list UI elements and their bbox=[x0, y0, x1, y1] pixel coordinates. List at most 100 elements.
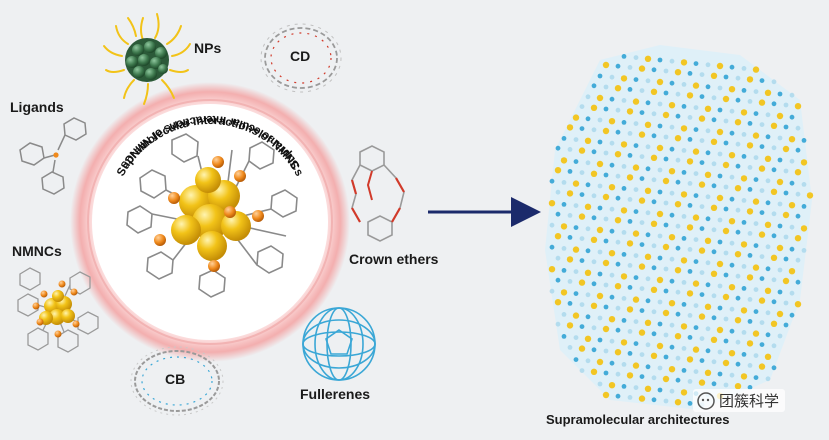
lattice-unit bbox=[748, 319, 753, 324]
lattice-unit bbox=[682, 170, 687, 175]
lattice-unit bbox=[598, 250, 603, 255]
lattice-unit bbox=[597, 95, 603, 101]
lattice-unit bbox=[652, 265, 657, 270]
lattice-unit bbox=[753, 132, 759, 138]
lattice-unit bbox=[712, 183, 717, 188]
lattice-unit bbox=[663, 244, 669, 250]
lattice-unit bbox=[580, 324, 585, 329]
lattice-unit bbox=[658, 388, 663, 393]
lattice-unit bbox=[574, 269, 579, 274]
lattice-unit bbox=[621, 273, 627, 279]
lattice-unit bbox=[676, 114, 681, 119]
lattice-unit bbox=[760, 276, 765, 281]
label-cb: CB bbox=[165, 371, 185, 387]
lattice-unit bbox=[628, 65, 633, 70]
lattice-unit bbox=[765, 222, 771, 228]
lattice-unit bbox=[754, 177, 759, 182]
lattice-unit bbox=[639, 197, 645, 203]
lattice-unit bbox=[550, 289, 555, 294]
lattice-unit bbox=[706, 216, 711, 221]
lattice-unit bbox=[598, 316, 603, 321]
lattice-unit bbox=[748, 187, 753, 192]
lattice-unit bbox=[772, 343, 777, 348]
lattice-unit bbox=[754, 309, 759, 314]
lattice-unit bbox=[759, 297, 765, 303]
lattice-unit bbox=[693, 148, 699, 154]
lattice-unit bbox=[645, 386, 651, 392]
lattice-unit bbox=[724, 383, 729, 388]
lattice-unit bbox=[556, 212, 561, 217]
lattice-unit bbox=[646, 364, 651, 369]
lattice-unit bbox=[639, 131, 645, 137]
lattice-unit bbox=[628, 197, 633, 202]
lattice-unit bbox=[550, 245, 555, 250]
lattice-unit bbox=[610, 141, 615, 146]
lattice-unit bbox=[658, 300, 663, 305]
lattice-unit bbox=[724, 75, 729, 80]
lattice-unit bbox=[730, 175, 735, 180]
lattice-unit bbox=[663, 112, 669, 118]
lattice-unit bbox=[652, 397, 657, 402]
lattice-unit bbox=[646, 342, 651, 347]
lattice-unit bbox=[603, 326, 609, 332]
lattice-unit bbox=[591, 303, 597, 309]
lattice-unit bbox=[615, 85, 621, 91]
lattice-unit bbox=[633, 362, 639, 368]
label-nps: NPs bbox=[194, 40, 221, 56]
lattice-unit bbox=[640, 242, 645, 247]
lattice-unit bbox=[628, 153, 633, 158]
lattice-unit bbox=[736, 164, 741, 169]
lattice-unit bbox=[604, 305, 609, 310]
lattice-unit bbox=[580, 236, 585, 241]
lattice-unit bbox=[730, 197, 735, 202]
lattice-unit bbox=[567, 190, 573, 196]
lattice-unit bbox=[723, 228, 729, 234]
lattice-unit bbox=[610, 339, 615, 344]
lattice-unit bbox=[609, 316, 615, 322]
lattice-unit bbox=[754, 287, 759, 292]
lattice-unit bbox=[676, 290, 681, 295]
lattice-unit bbox=[694, 193, 699, 198]
lattice-unit bbox=[688, 313, 693, 318]
lattice-unit bbox=[700, 72, 705, 77]
lattice-unit bbox=[574, 137, 579, 142]
lattice-unit bbox=[706, 128, 711, 133]
lattice-unit bbox=[687, 92, 693, 98]
lattice-unit bbox=[652, 133, 657, 138]
lattice-unit bbox=[562, 312, 567, 317]
lattice-unit bbox=[711, 73, 717, 79]
lattice-unit bbox=[640, 220, 645, 225]
lattice-unit bbox=[742, 154, 747, 159]
lattice-unit bbox=[682, 82, 687, 87]
lattice-unit bbox=[771, 123, 777, 129]
lattice-unit bbox=[754, 89, 759, 94]
lattice-unit bbox=[706, 282, 711, 287]
lattice-unit bbox=[604, 283, 609, 288]
lattice-unit bbox=[766, 200, 771, 205]
lattice-unit bbox=[796, 148, 801, 153]
lattice-unit bbox=[652, 243, 657, 248]
lattice-unit bbox=[573, 312, 579, 318]
lattice-unit bbox=[699, 313, 705, 319]
lattice-unit bbox=[795, 235, 801, 241]
lattice-unit bbox=[586, 160, 591, 165]
lattice-unit bbox=[639, 329, 645, 335]
lattice-unit bbox=[760, 210, 765, 215]
lattice-unit bbox=[556, 256, 561, 261]
lattice-unit bbox=[634, 341, 639, 346]
lattice-unit bbox=[687, 158, 693, 164]
lattice-unit bbox=[639, 395, 645, 401]
lattice-unit bbox=[604, 107, 609, 112]
lattice-unit bbox=[682, 368, 687, 373]
lattice-unit bbox=[669, 366, 675, 372]
label-crown-ethers: Crown ethers bbox=[349, 251, 438, 267]
lattice-unit bbox=[795, 103, 801, 109]
lattice-unit bbox=[718, 218, 723, 223]
lattice-unit bbox=[754, 221, 759, 226]
lattice-unit bbox=[651, 155, 657, 161]
lattice-unit bbox=[753, 264, 759, 270]
lattice-unit bbox=[712, 161, 717, 166]
lattice-unit bbox=[784, 235, 789, 240]
lattice-unit bbox=[753, 66, 759, 72]
lattice-unit bbox=[646, 210, 651, 215]
